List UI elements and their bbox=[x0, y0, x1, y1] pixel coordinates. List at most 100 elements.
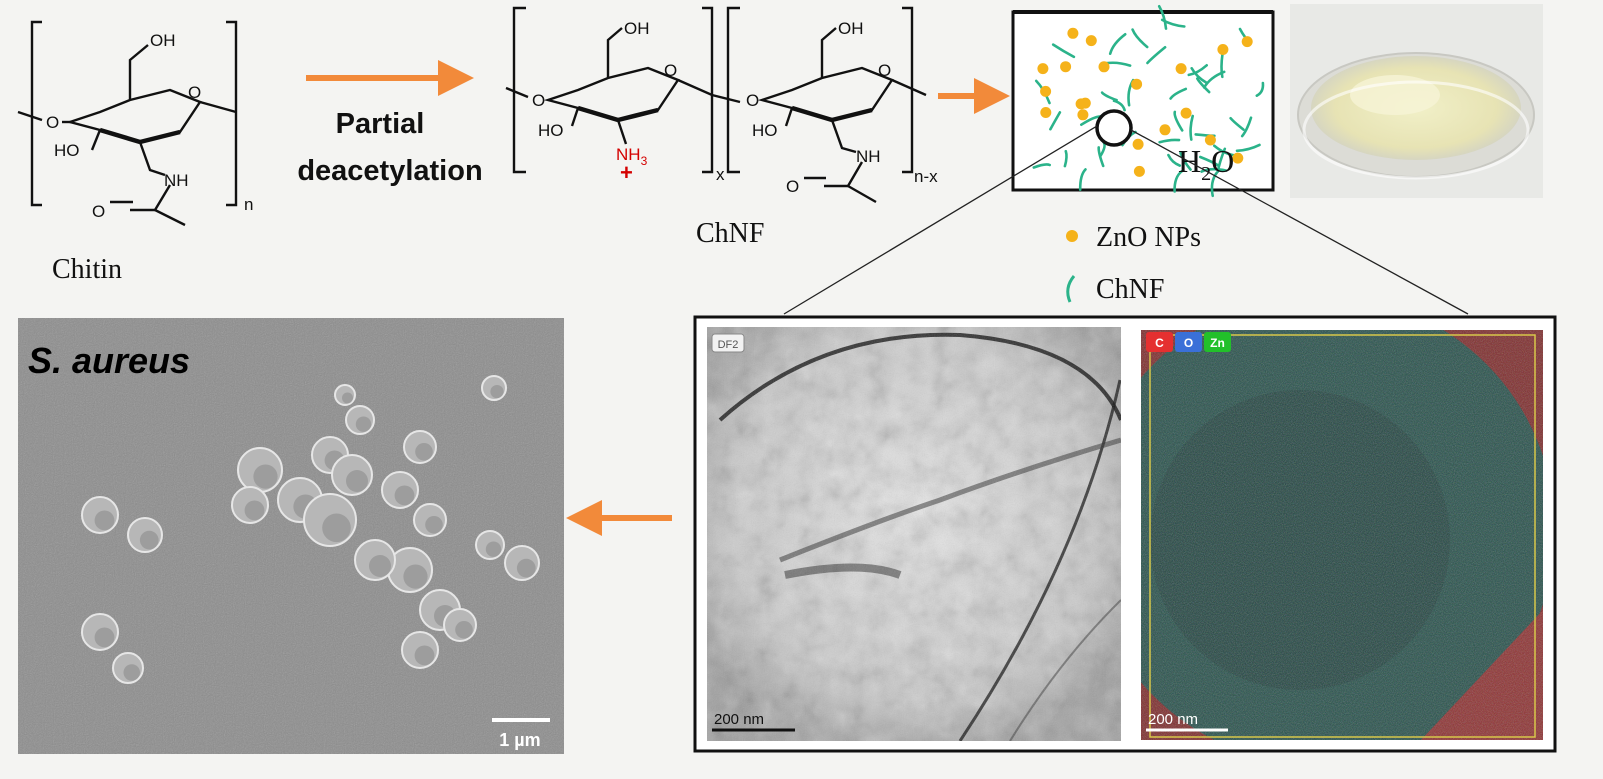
chitin-o-carbonyl: O bbox=[92, 202, 105, 221]
chnf-structure bbox=[505, 6, 927, 204]
zno-particle bbox=[1241, 36, 1253, 48]
chnf-u1-repeat: x bbox=[716, 165, 725, 184]
sem-organism-label: S. aureus bbox=[28, 340, 190, 381]
chnf-fiber bbox=[1097, 146, 1105, 168]
sem-cell-shade bbox=[425, 516, 443, 534]
chnf-u2-ho: HO bbox=[752, 121, 778, 140]
chnf-u2-repeat: n-x bbox=[914, 167, 938, 186]
sem-cell-shade bbox=[346, 470, 368, 492]
sem-cell-shade bbox=[355, 416, 372, 432]
sem-cell bbox=[303, 493, 357, 547]
zno-particle bbox=[1133, 165, 1145, 177]
chitin-oh: OH bbox=[150, 31, 176, 50]
sem-cell bbox=[504, 545, 540, 581]
chnf-fiber bbox=[1080, 115, 1102, 126]
chnf-fiber bbox=[1108, 33, 1127, 55]
sem-cell-shade bbox=[342, 392, 353, 404]
sem-cell-shade bbox=[253, 464, 278, 489]
zno-particle bbox=[1040, 85, 1052, 97]
chnf-fiber bbox=[1078, 168, 1087, 191]
zno-particle bbox=[1159, 124, 1171, 136]
chnf-fiber bbox=[1210, 171, 1219, 198]
eds-tag-box bbox=[1175, 332, 1202, 352]
zoom-line-right bbox=[1130, 129, 1469, 315]
chnf-fiber bbox=[1255, 81, 1265, 97]
chnf-u2-nh: NH bbox=[856, 147, 881, 166]
zno-particle bbox=[1132, 138, 1144, 150]
sem-cell-shade bbox=[139, 530, 159, 550]
chnf-fiber bbox=[1158, 138, 1181, 144]
sem-cell bbox=[81, 613, 119, 651]
chnf-u1-o-link: O bbox=[532, 91, 545, 110]
sem-bacteria bbox=[81, 375, 540, 684]
chitin-groups: OH O O HO NH O n bbox=[46, 31, 253, 221]
chnf-fiber bbox=[1220, 52, 1224, 79]
sem-cell-shade bbox=[94, 627, 115, 648]
chnf-u2-o-ring: O bbox=[878, 61, 891, 80]
zno-particle bbox=[1204, 134, 1216, 146]
zno-particle bbox=[1232, 152, 1244, 164]
eds-map bbox=[1141, 330, 1543, 740]
chnf-fiber bbox=[1131, 28, 1149, 49]
chitin-right-bracket bbox=[226, 20, 238, 207]
zno-particle bbox=[1077, 109, 1089, 121]
zoom-circle bbox=[1095, 109, 1133, 147]
zno-particle bbox=[1217, 44, 1229, 55]
zoom-line-left bbox=[783, 125, 1098, 315]
sem-cell bbox=[401, 631, 439, 669]
zno-particle bbox=[1098, 61, 1110, 73]
eds-tag-label: O bbox=[1184, 336, 1193, 350]
chitin-repeat: n bbox=[244, 195, 253, 214]
chnf-fiber bbox=[1169, 87, 1188, 100]
legend: ZnO NPs ChNF bbox=[1066, 222, 1201, 305]
sem-cell bbox=[334, 384, 356, 406]
eds-tag-box bbox=[1146, 332, 1173, 352]
chnf-fiber bbox=[1196, 77, 1211, 94]
tem-mode-tag: DF2 bbox=[718, 339, 739, 351]
water-label: H2O bbox=[1178, 143, 1234, 185]
chnf-fiber bbox=[1189, 114, 1194, 141]
sem-cell-shade bbox=[414, 645, 435, 666]
sem-cell-shade bbox=[123, 664, 140, 681]
chnf-u2-o-link: O bbox=[746, 91, 759, 110]
zno-particle bbox=[1037, 63, 1049, 75]
zno-particle bbox=[1180, 107, 1192, 119]
chnf-fiber bbox=[1229, 116, 1245, 131]
chnf-fiber bbox=[1199, 155, 1220, 167]
legend-zno-label: ZnO NPs bbox=[1096, 222, 1201, 253]
sem-cell-shade bbox=[403, 564, 428, 589]
chnf-fiber bbox=[1157, 5, 1168, 30]
chnf-fiber bbox=[1187, 64, 1208, 77]
sem-cell-shade bbox=[485, 541, 502, 557]
sem-cell bbox=[381, 471, 419, 509]
chnf-fiber bbox=[1190, 67, 1208, 85]
chnf-fiber bbox=[1146, 46, 1167, 65]
sem-cell bbox=[481, 375, 507, 401]
sem-cell bbox=[354, 539, 396, 581]
chitin-structure bbox=[17, 20, 238, 227]
sem-scale-label: 1 µm bbox=[499, 730, 540, 750]
zno-particle bbox=[1040, 107, 1052, 118]
chitin-o-link: O bbox=[46, 113, 59, 132]
sem-cell bbox=[81, 496, 119, 534]
sem-cell-shade bbox=[369, 555, 391, 577]
sem-cell-shade bbox=[516, 558, 536, 578]
sem-image bbox=[18, 318, 564, 754]
chnf-groups: OH O O HO NH3 + x OH O O HO NH O n-x bbox=[532, 19, 938, 196]
sem-cell bbox=[443, 608, 477, 642]
chnf-fiber bbox=[1173, 110, 1184, 132]
chnf-u1-nh3: NH3 bbox=[616, 145, 648, 168]
eds-scale-label: 200 nm bbox=[1148, 711, 1198, 728]
sem-cell-shade bbox=[415, 443, 433, 461]
chnf-fiber bbox=[1173, 169, 1184, 193]
tem-mode-tag-box bbox=[711, 333, 745, 353]
chnf-u1-o-ring: O bbox=[664, 61, 677, 80]
chnf-fiber bbox=[1160, 18, 1186, 28]
chnf-fiber bbox=[1049, 111, 1062, 131]
legend-zno-symbol bbox=[1066, 230, 1078, 242]
legend-fiber-label: ChNF bbox=[1096, 274, 1164, 305]
sem-cell-shade bbox=[244, 500, 265, 521]
zno-particle bbox=[1131, 78, 1143, 90]
step-label-line1: Partial bbox=[336, 108, 425, 140]
